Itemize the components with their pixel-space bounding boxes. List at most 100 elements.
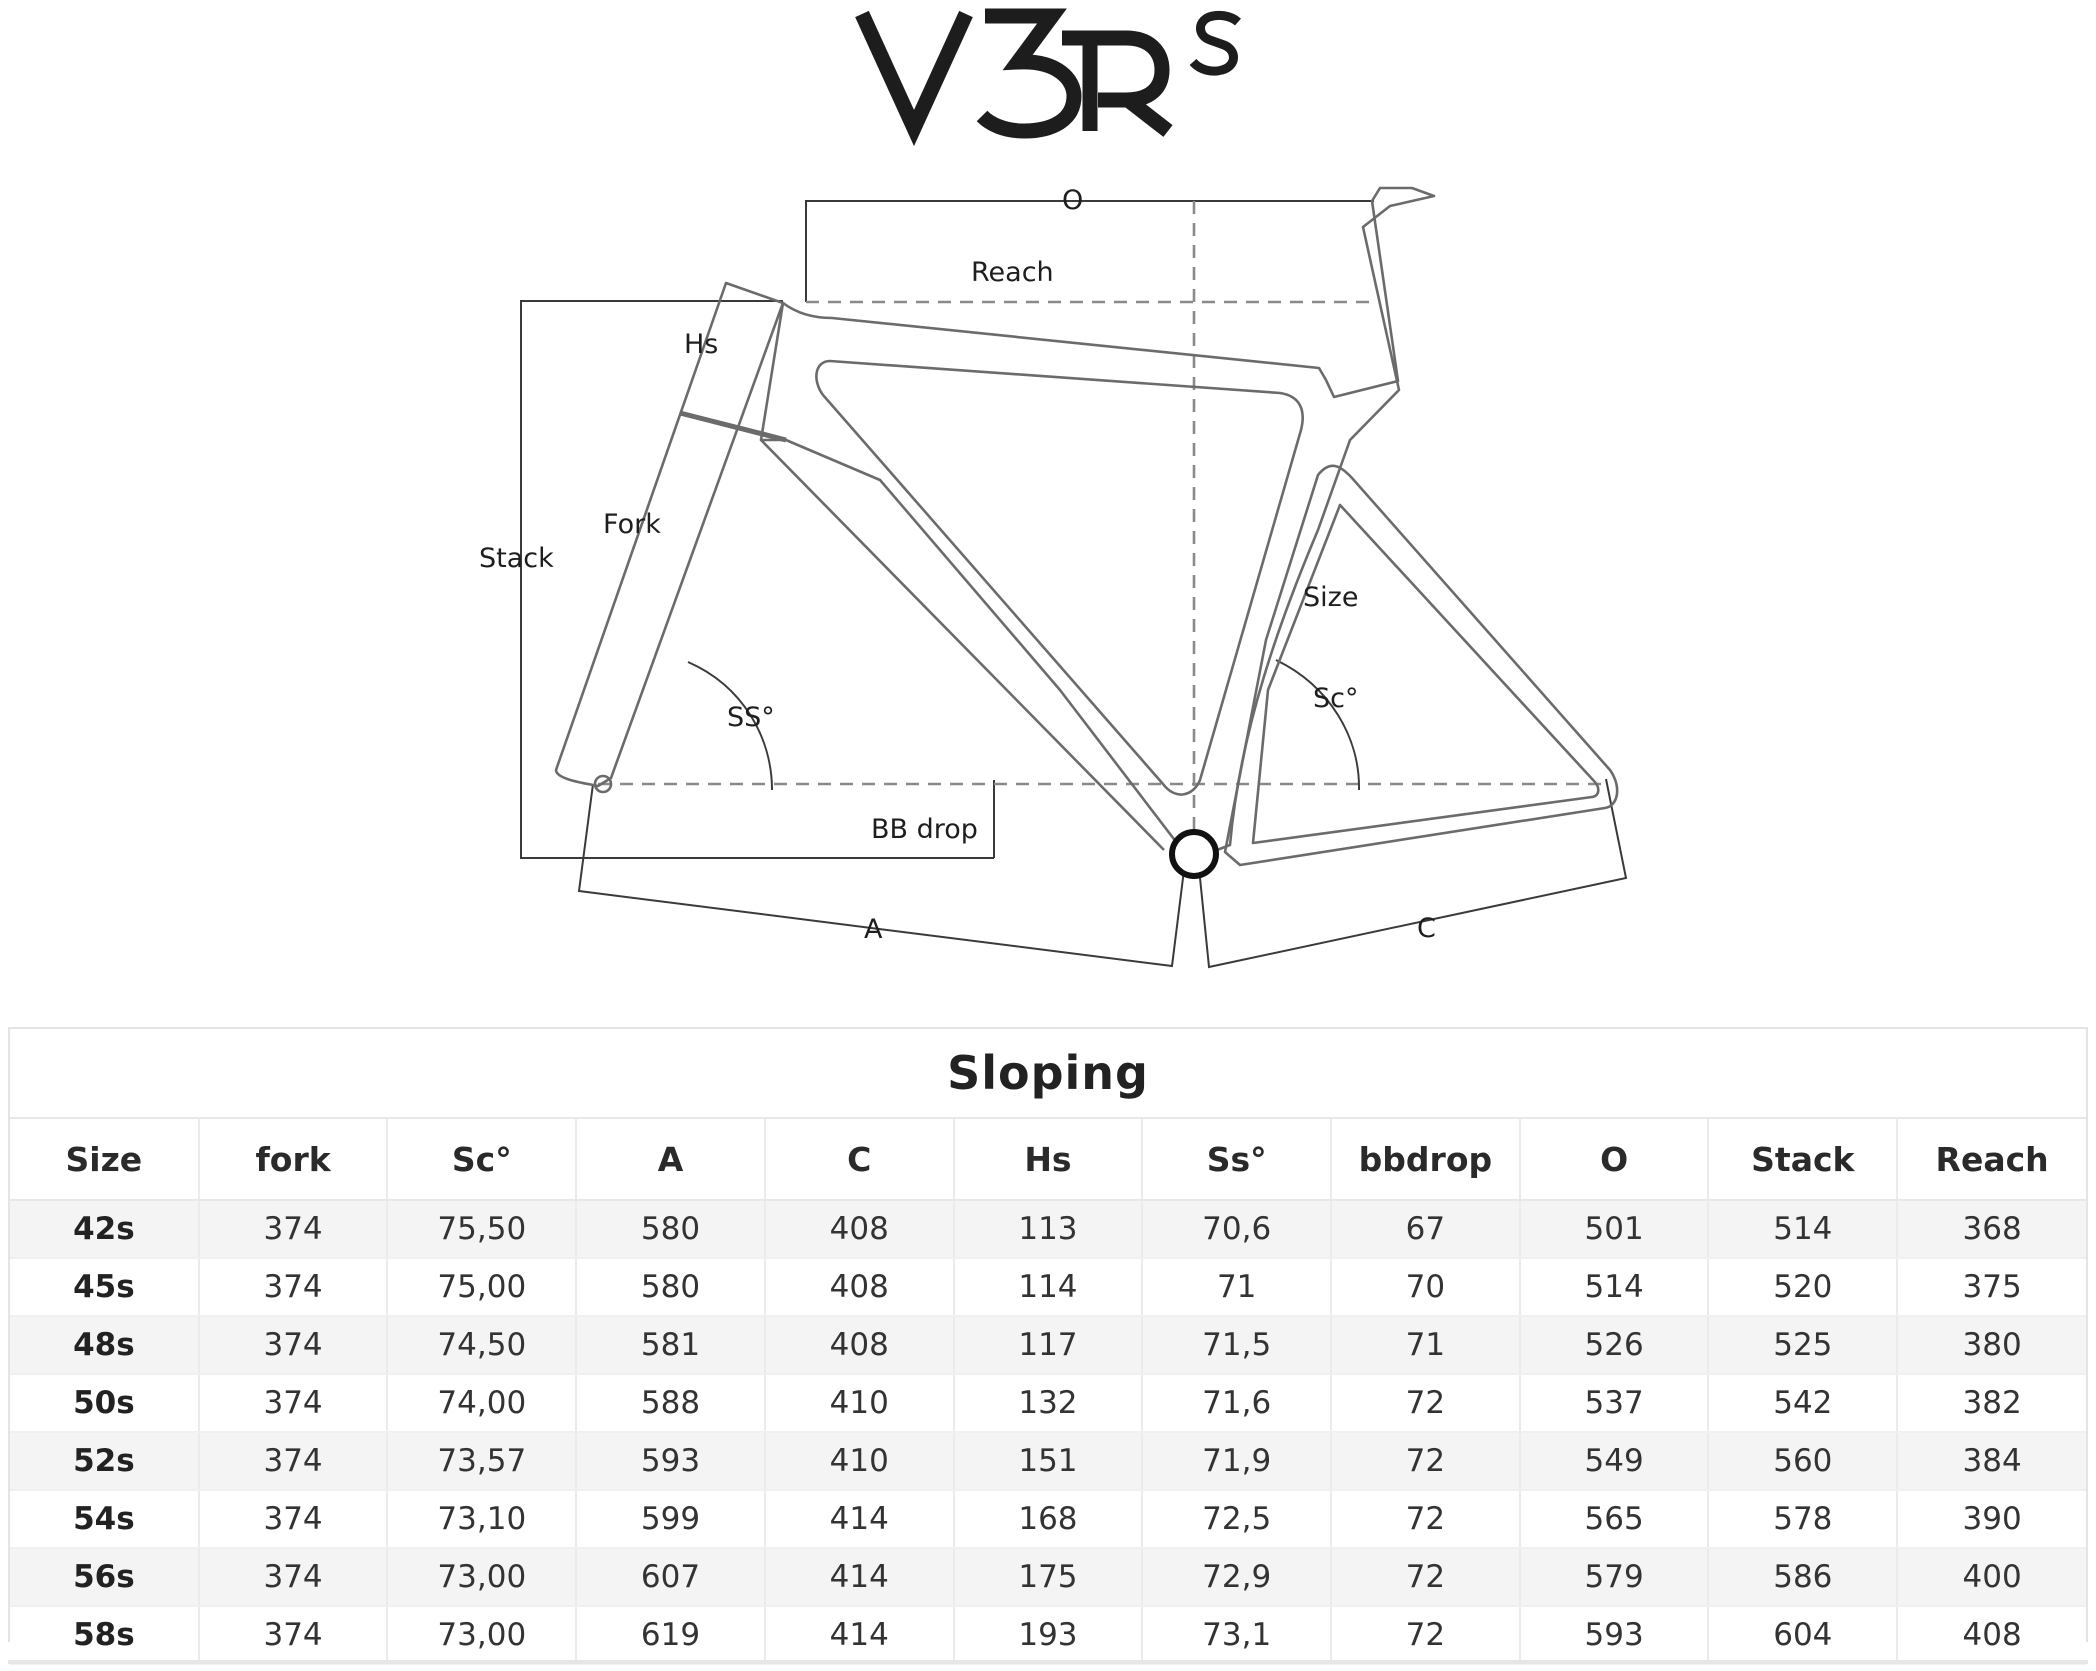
table-cell: 414	[764, 1490, 955, 1549]
header-reach: Reach	[1897, 1119, 2086, 1201]
header-c: C	[764, 1119, 955, 1201]
table-cell: 374	[198, 1316, 389, 1375]
table-cell: 580	[576, 1258, 766, 1317]
ss-angle-arc	[687, 661, 773, 791]
table-cell: 514	[1519, 1258, 1710, 1317]
table-cell: 72	[1331, 1606, 1521, 1665]
table-cell: 73,00	[387, 1606, 578, 1665]
table-cell: 525	[1708, 1316, 1899, 1375]
table-cell: 374	[198, 1200, 389, 1259]
main-frame-outline	[759, 186, 1436, 860]
size-label: Size	[1303, 582, 1358, 613]
size-cell: 52s	[10, 1432, 200, 1491]
table-cell: 408	[764, 1200, 955, 1259]
size-cell: 45s	[10, 1258, 200, 1317]
header-ss: Ss°	[1142, 1119, 1333, 1201]
table-cell: 619	[576, 1606, 766, 1665]
table-cell: 374	[198, 1606, 389, 1665]
c-label: C	[1417, 913, 1436, 944]
table-cell: 368	[1897, 1200, 2086, 1259]
table-cell: 580	[576, 1200, 766, 1259]
ss-angle-label: SS°	[727, 702, 775, 733]
table-cell: 72	[1331, 1432, 1521, 1491]
table-cell: 588	[576, 1374, 766, 1433]
table-cell: 374	[198, 1490, 389, 1549]
table-cell: 70,6	[1142, 1200, 1333, 1259]
c-dimension-box	[1197, 778, 1628, 969]
fork-label: Fork	[603, 509, 661, 540]
table-cell: 414	[764, 1606, 955, 1665]
table-header-row: Size fork Sc° A C Hs Ss° bbdrop O Stack …	[10, 1119, 2086, 1201]
table-cell: 384	[1897, 1432, 2086, 1491]
table-cell: 71,6	[1142, 1374, 1333, 1433]
table-cell: 380	[1897, 1316, 2086, 1375]
table-cell: 75,00	[387, 1258, 578, 1317]
table-cell: 593	[576, 1432, 766, 1491]
table-cell: 375	[1897, 1258, 2086, 1317]
table-cell: 593	[1519, 1606, 1710, 1665]
table-cell: 501	[1519, 1200, 1710, 1259]
table-cell: 71,5	[1142, 1316, 1333, 1375]
header-stack: Stack	[1708, 1119, 1899, 1201]
table-cell: 537	[1519, 1374, 1710, 1433]
table-cell: 74,00	[387, 1374, 578, 1433]
sc-angle-label: Sc°	[1313, 683, 1358, 714]
table-cell: 175	[953, 1548, 1144, 1607]
table-cell: 70	[1331, 1258, 1521, 1317]
table-cell: 72,9	[1142, 1548, 1333, 1607]
header-fork: fork	[198, 1119, 389, 1201]
table-cell: 408	[764, 1258, 955, 1317]
sc-angle-arc	[1275, 659, 1361, 791]
bb-drop-label: BB drop	[871, 814, 978, 845]
frame-geometry-diagram: O Reach Hs Fork Stack Size SS° Sc° BB dr…	[479, 185, 1628, 969]
table-cell: 514	[1708, 1200, 1899, 1259]
table-cell: 400	[1897, 1548, 2086, 1607]
table-cell: 193	[953, 1606, 1144, 1665]
table-cell: 410	[764, 1432, 955, 1491]
table-cell: 382	[1897, 1374, 2086, 1433]
o-label: O	[1062, 185, 1083, 216]
table-cell: 579	[1519, 1548, 1710, 1607]
bottom-bracket	[1169, 829, 1219, 879]
table-cell: 542	[1708, 1374, 1899, 1433]
table-cell: 73,10	[387, 1490, 578, 1549]
table-cell: 74,50	[387, 1316, 578, 1375]
table-cell: 73,1	[1142, 1606, 1333, 1665]
table-cell: 168	[953, 1490, 1144, 1549]
table-cell: 67	[1331, 1200, 1521, 1259]
table-cell: 71,9	[1142, 1432, 1333, 1491]
header-size: Size	[10, 1119, 200, 1201]
size-cell: 54s	[10, 1490, 200, 1549]
a-label: A	[864, 914, 883, 945]
down-tube-lower	[760, 439, 1165, 851]
table-cell: 132	[953, 1374, 1144, 1433]
table-cell: 114	[953, 1258, 1144, 1317]
size-cell: 58s	[10, 1606, 200, 1665]
table-cell: 72,5	[1142, 1490, 1333, 1549]
table-cell: 72	[1331, 1490, 1521, 1549]
table-cell: 604	[1708, 1606, 1899, 1665]
table-cell: 117	[953, 1316, 1144, 1375]
table-cell: 408	[1897, 1606, 2086, 1665]
table-cell: 73,57	[387, 1432, 578, 1491]
table-cell: 151	[953, 1432, 1144, 1491]
table-cell: 374	[198, 1374, 389, 1433]
table-cell: 390	[1897, 1490, 2086, 1549]
header-o: O	[1519, 1119, 1710, 1201]
table-cell: 71	[1142, 1258, 1333, 1317]
reach-label: Reach	[971, 257, 1054, 288]
table-cell: 72	[1331, 1548, 1521, 1607]
table-cell: 72	[1331, 1374, 1521, 1433]
table-cell: 581	[576, 1316, 766, 1375]
header-a: A	[576, 1119, 766, 1201]
fork	[554, 281, 785, 788]
size-cell: 48s	[10, 1316, 200, 1375]
table-cell: 549	[1519, 1432, 1710, 1491]
table-title: Sloping	[10, 1029, 2086, 1119]
